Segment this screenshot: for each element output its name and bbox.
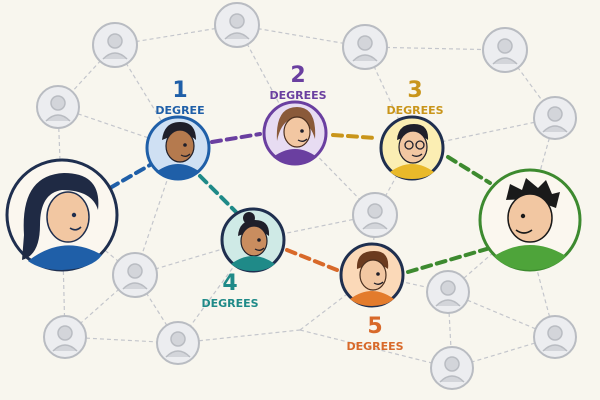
person-node [352, 192, 398, 238]
degree-2-label: 2 DEGREES [269, 63, 326, 102]
degree-1-person [145, 115, 211, 181]
path-4-to-5 [285, 248, 339, 272]
end-person [478, 168, 582, 272]
degree-4-label: 4 DEGREES [201, 271, 258, 310]
degree-3-label: 3 DEGREES [386, 78, 443, 117]
degree-4-number: 4 [222, 271, 237, 296]
network-lines [57, 24, 556, 369]
degree-1-number: 1 [172, 78, 187, 103]
person-node [214, 2, 260, 48]
background-people [36, 2, 577, 390]
person-node [43, 315, 87, 359]
start-person [5, 158, 119, 272]
person-node [533, 315, 577, 359]
person-node [426, 270, 470, 314]
degree-3-word: DEGREES [386, 104, 443, 117]
degree-5-label: 5 DEGREES [346, 314, 403, 353]
degree-5-person [339, 242, 405, 308]
degree-4-person [220, 207, 286, 273]
path-2-to-3 [331, 133, 378, 140]
person-node [92, 22, 138, 68]
path-1-to-4 [198, 174, 238, 214]
degree-1-label: 1 DEGREE [155, 78, 204, 117]
person-node [430, 346, 474, 390]
degree-path [108, 132, 492, 274]
path-1-to-2 [210, 132, 262, 144]
degree-5-word: DEGREES [346, 340, 403, 353]
degree-3-number: 3 [407, 78, 422, 103]
degree-3-person [379, 115, 445, 181]
path-start-to-1 [108, 163, 152, 190]
degree-2-person [262, 100, 328, 166]
degree-5-number: 5 [367, 314, 382, 339]
person-node [156, 321, 200, 365]
path-5-to-end [406, 246, 492, 274]
person-node [36, 85, 80, 129]
path-3-to-end [446, 155, 492, 185]
person-node [533, 96, 577, 140]
person-node [112, 252, 158, 298]
degree-2-number: 2 [290, 63, 305, 88]
degree-2-word: DEGREES [269, 89, 326, 102]
person-node [342, 24, 388, 70]
person-node [482, 27, 528, 73]
degree-4-word: DEGREES [201, 297, 258, 310]
degree-1-word: DEGREE [155, 104, 204, 117]
